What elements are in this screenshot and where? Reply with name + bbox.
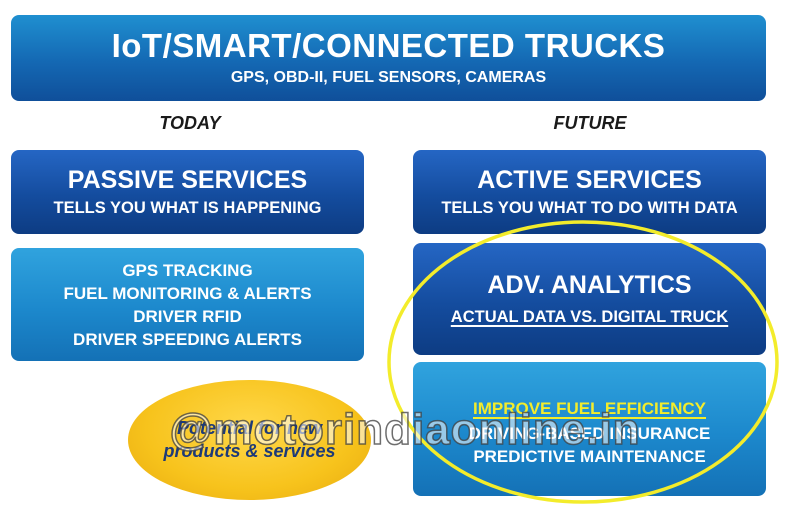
active-services-subtitle: TELLS YOU WHAT TO DO WITH DATA <box>441 199 738 217</box>
today-item-gps: GPS TRACKING <box>122 260 253 280</box>
future-item-insurance: DRIVING-BASED INSURANCE <box>468 423 711 443</box>
highlight-ellipse-outline <box>387 220 779 504</box>
potential-oval: Potential for new products & services <box>128 380 371 500</box>
today-item-speeding: DRIVER SPEEDING ALERTS <box>73 329 302 349</box>
header-subtitle: GPS, OBD-II, FUEL SENSORS, CAMERAS <box>230 69 547 86</box>
analytics-subtitle: ACTUAL DATA VS. DIGITAL TRUCK <box>450 308 729 326</box>
passive-services-box: PASSIVE SERVICES TELLS YOU WHAT IS HAPPE… <box>11 150 364 234</box>
header-banner: IoT/SMART/CONNECTED TRUCKS GPS, OBD-II, … <box>11 15 766 101</box>
passive-services-title: PASSIVE SERVICES <box>67 166 308 194</box>
future-label: FUTURE <box>553 113 627 133</box>
active-services-title: ACTIVE SERVICES <box>477 166 702 194</box>
analytics-box: ADV. ANALYTICS ACTUAL DATA VS. DIGITAL T… <box>413 243 766 355</box>
today-item-fuel: FUEL MONITORING & ALERTS <box>63 283 312 303</box>
today-services-box: GPS TRACKING FUEL MONITORING & ALERTS DR… <box>11 248 364 361</box>
analytics-title: ADV. ANALYTICS <box>487 271 692 299</box>
future-item-maintenance: PREDICTIVE MAINTENANCE <box>473 446 706 466</box>
active-services-box: ACTIVE SERVICES TELLS YOU WHAT TO DO WIT… <box>413 150 766 234</box>
potential-line-1: Potential for new <box>176 418 322 438</box>
future-item-fuel-efficiency: IMPROVE FUEL EFFICIENCY <box>473 398 706 418</box>
future-services-box: IMPROVE FUEL EFFICIENCY DRIVING-BASED IN… <box>413 362 766 496</box>
passive-services-subtitle: TELLS YOU WHAT IS HAPPENING <box>53 199 322 217</box>
potential-line-2: products & services <box>163 441 336 461</box>
today-item-rfid: DRIVER RFID <box>133 306 242 326</box>
header-title: IoT/SMART/CONNECTED TRUCKS <box>111 27 666 64</box>
today-label: TODAY <box>159 113 221 133</box>
